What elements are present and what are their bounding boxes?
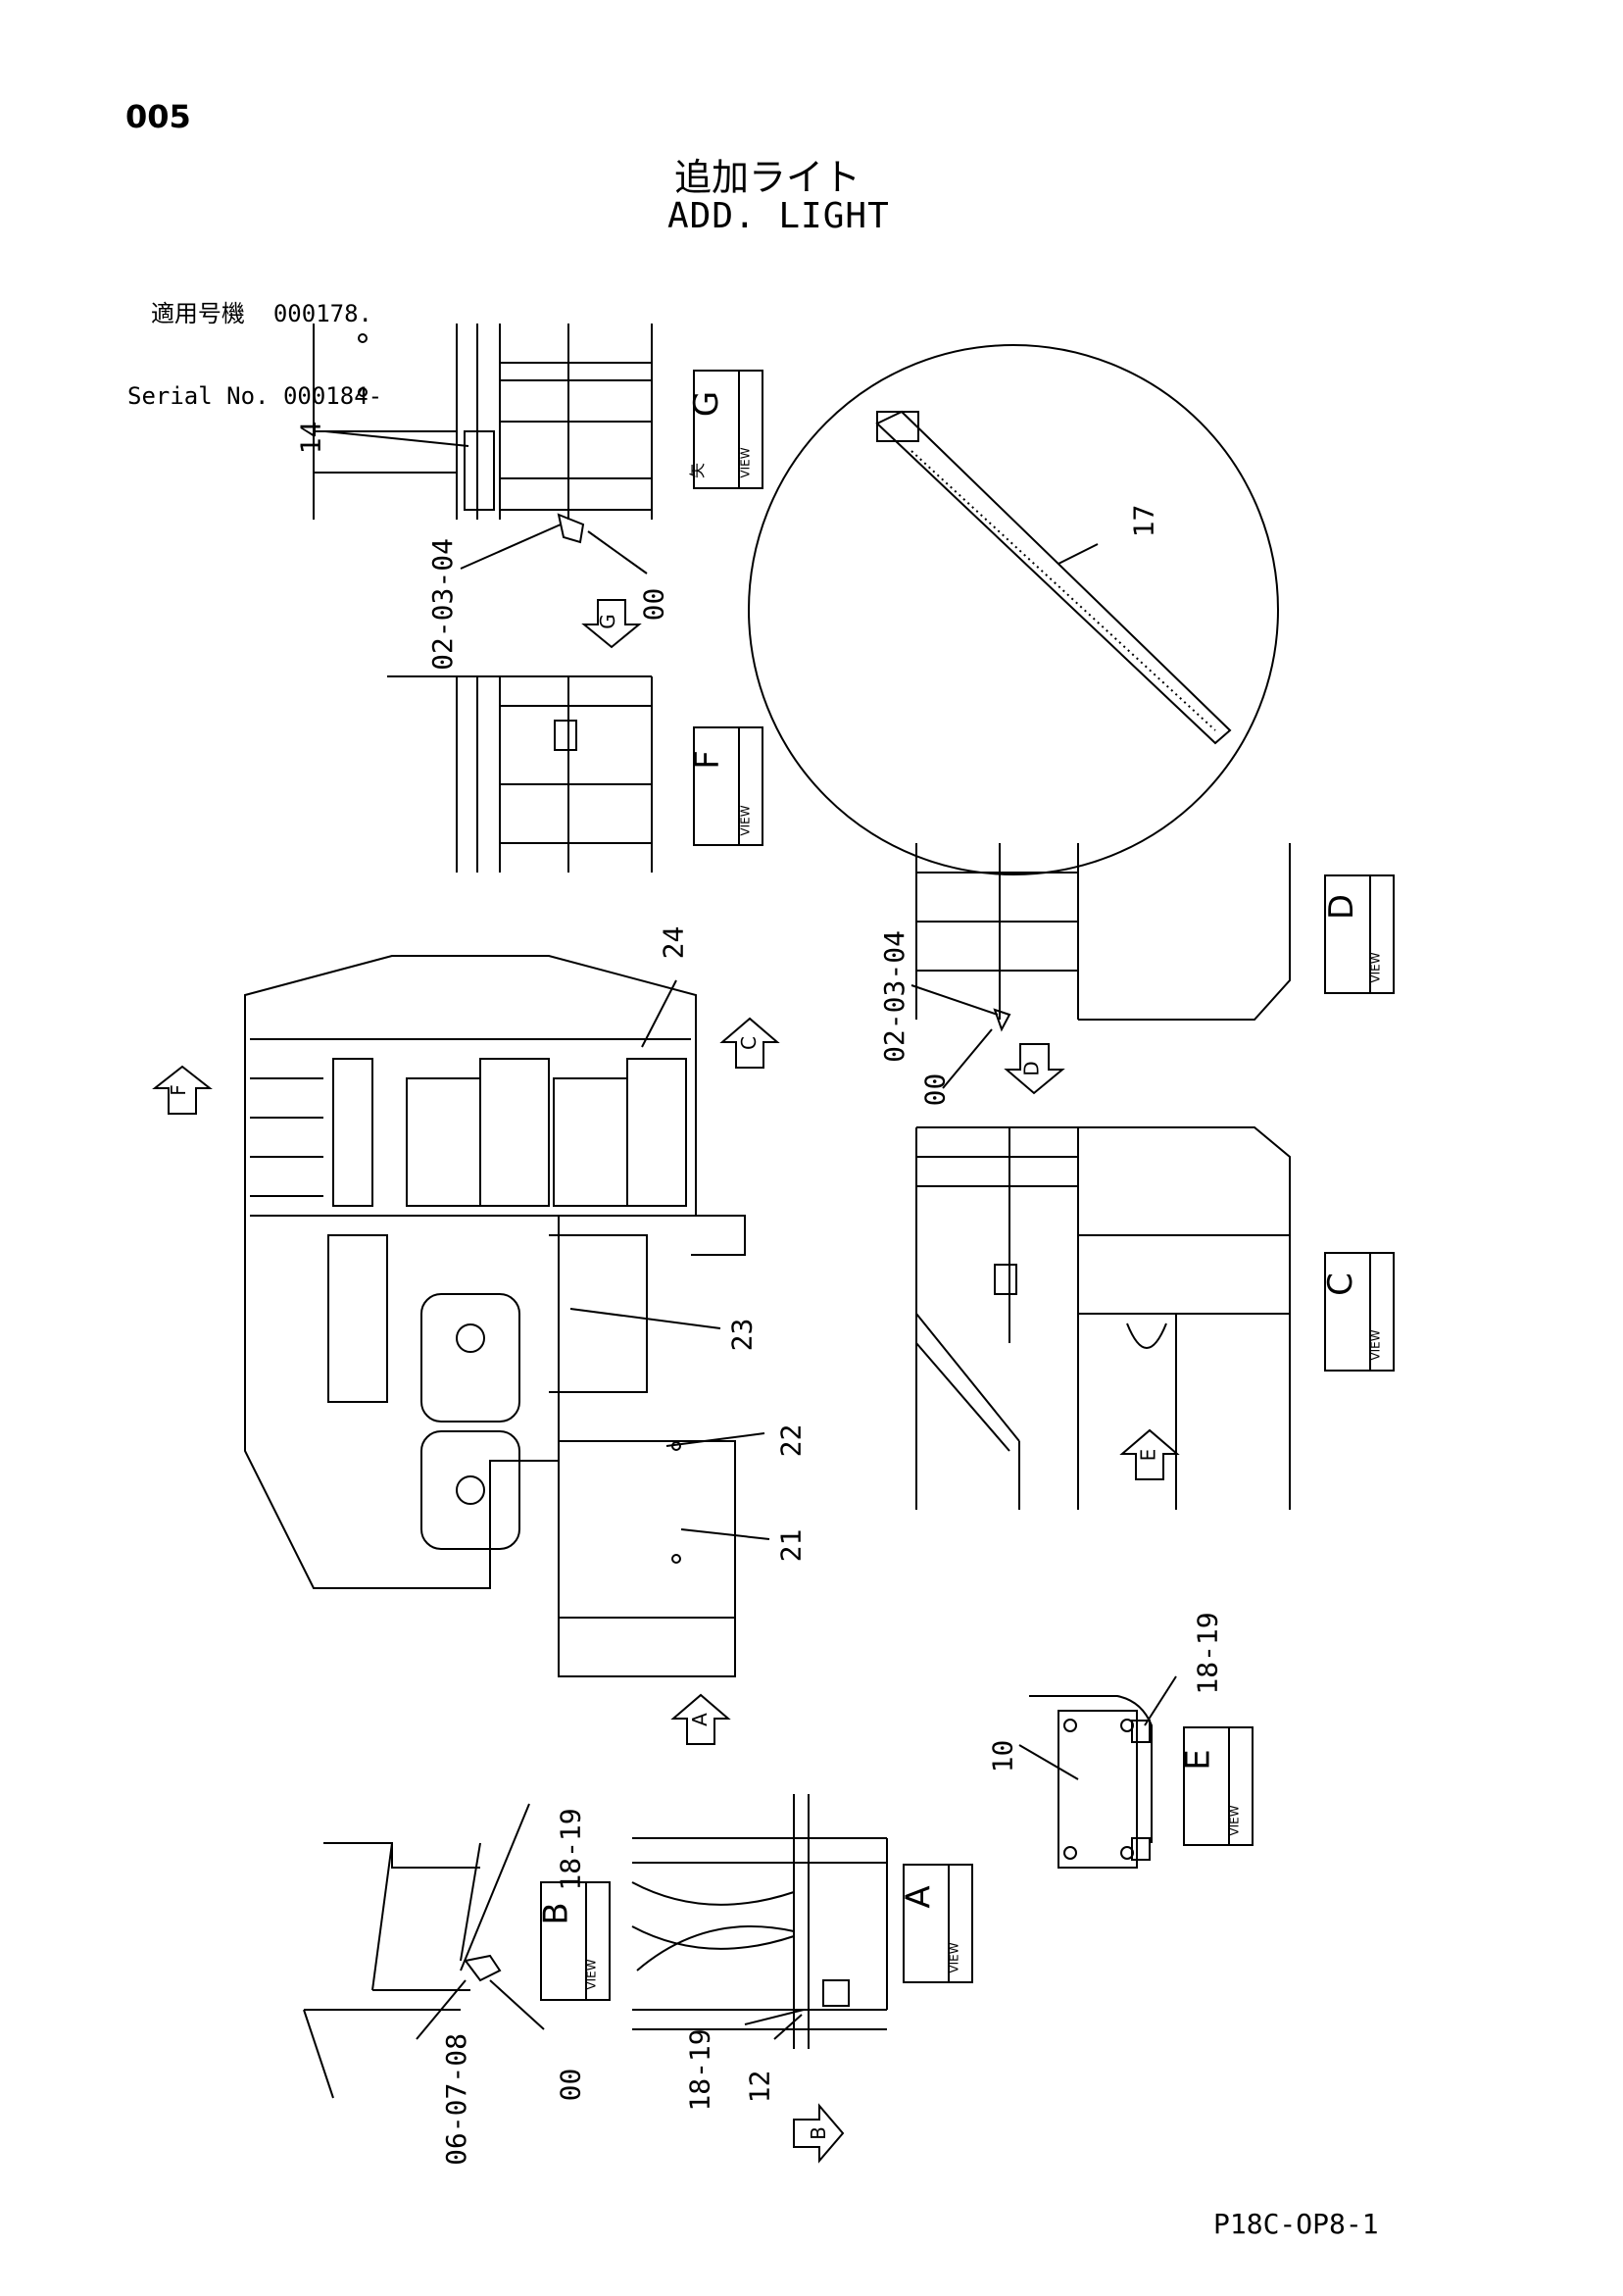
view-c-view: VIEW — [1368, 1329, 1383, 1361]
leader-02-04-g — [460, 524, 562, 570]
leader-06-08 — [416, 1979, 467, 2040]
view-c-detail — [915, 1126, 1291, 1510]
arrow-b — [793, 2103, 845, 2164]
arrow-b-letter: B — [806, 2126, 830, 2140]
machine-plan-view — [244, 955, 746, 1677]
callout-18-19-e: 18-19 — [1191, 1612, 1224, 1695]
leader-24 — [641, 979, 677, 1048]
sheet-id: P18C-OP8-1 — [1213, 2208, 1379, 2240]
callout-22: 22 — [774, 1423, 808, 1458]
view-g-view: VIEW — [738, 447, 753, 478]
callout-00-d: 00 — [918, 1073, 952, 1107]
leader-10 — [1018, 1744, 1079, 1780]
view-g-letter: G — [687, 390, 727, 418]
view-d-view: VIEW — [1368, 952, 1383, 983]
leader-00-d — [942, 1028, 993, 1089]
view-e-detail — [1029, 1695, 1153, 1869]
leader-21 — [680, 1528, 770, 1540]
view-a-view: VIEW — [947, 1942, 961, 1973]
callout-00-b: 00 — [554, 2068, 587, 2102]
callout-23: 23 — [725, 1318, 759, 1352]
view-a-label — [903, 1864, 973, 1983]
arrow-d-letter: D — [1019, 1061, 1044, 1076]
view-d-letter: D — [1322, 893, 1362, 921]
title-english: ADD. LIGHT — [667, 196, 890, 236]
callout-12: 12 — [743, 2070, 776, 2104]
callout-02-03-04-g: 02-03-04 — [425, 538, 459, 671]
leader-18-19-b — [460, 1803, 530, 1972]
callout-21: 21 — [774, 1528, 808, 1563]
view-g-label — [693, 370, 763, 489]
arrow-a — [670, 1693, 731, 1745]
arrow-a-letter: A — [687, 1713, 712, 1726]
view-g-prefix: 矢 — [688, 462, 708, 479]
title-japanese: 追加ライト — [674, 156, 861, 199]
leader-00-b — [489, 1979, 545, 2030]
page-number: 005 — [125, 98, 191, 135]
view-b-letter: B — [536, 1902, 576, 1925]
callout-18-19-b: 18-19 — [554, 1808, 587, 1891]
cable-tie-detail — [748, 344, 1279, 875]
arrow-e — [1119, 1428, 1180, 1480]
view-e-view: VIEW — [1227, 1805, 1242, 1836]
arrow-g-letter: G — [595, 614, 619, 629]
leader-17 — [1057, 543, 1099, 565]
serial-block: 適用号機 000178. Serial No. 000184- — [127, 245, 382, 437]
callout-10: 10 — [986, 1739, 1019, 1773]
arrow-c-letter: C — [736, 1036, 761, 1050]
view-e-label — [1183, 1726, 1254, 1846]
arrow-f — [152, 1065, 213, 1115]
applicable-value-2: 000184- — [282, 382, 383, 410]
view-f-view: VIEW — [738, 805, 753, 836]
view-f-detail — [387, 675, 653, 873]
view-c-label — [1324, 1252, 1395, 1372]
arrow-d — [1004, 1043, 1065, 1095]
view-c-letter: C — [1320, 1273, 1360, 1296]
view-d-label — [1324, 874, 1395, 994]
callout-02-03-04-d: 02-03-04 — [877, 930, 910, 1063]
view-b-label — [540, 1881, 611, 2001]
view-e-letter: E — [1178, 1749, 1218, 1771]
view-b-detail — [303, 1842, 502, 2099]
callout-00-g: 00 — [637, 587, 670, 622]
arrow-c — [719, 1017, 780, 1069]
view-a-letter: A — [899, 1885, 939, 1909]
callout-17: 17 — [1127, 504, 1160, 538]
arrow-f-letter: F — [166, 1084, 190, 1096]
callout-06-07-08: 06-07-08 — [439, 2033, 472, 2166]
view-g-detail — [313, 324, 653, 544]
serial-label: Serial No. — [127, 382, 270, 410]
callout-18-19-a: 18-19 — [683, 2028, 716, 2112]
view-b-view: VIEW — [584, 1959, 599, 1990]
leader-12 — [773, 2014, 803, 2040]
view-f-label — [693, 726, 763, 846]
leader-02-04-d — [910, 984, 999, 1016]
leader-23 — [569, 1308, 721, 1329]
view-a-detail — [631, 1794, 888, 2049]
view-d-detail — [915, 843, 1291, 1032]
view-f-letter: F — [687, 750, 727, 770]
arrow-g — [581, 599, 642, 649]
applicable-value-1: 000178. — [272, 300, 372, 327]
leader-22 — [665, 1432, 765, 1447]
leader-18-19-e — [1144, 1675, 1177, 1726]
arrow-e-letter: E — [1136, 1448, 1160, 1462]
callout-24: 24 — [657, 925, 690, 960]
leader-18-19-a — [744, 2009, 805, 2025]
applicable-label: 適用号機 — [150, 300, 245, 327]
leader-00-g — [587, 530, 648, 574]
callout-14: 14 — [294, 421, 327, 455]
leader-14 — [324, 430, 469, 447]
